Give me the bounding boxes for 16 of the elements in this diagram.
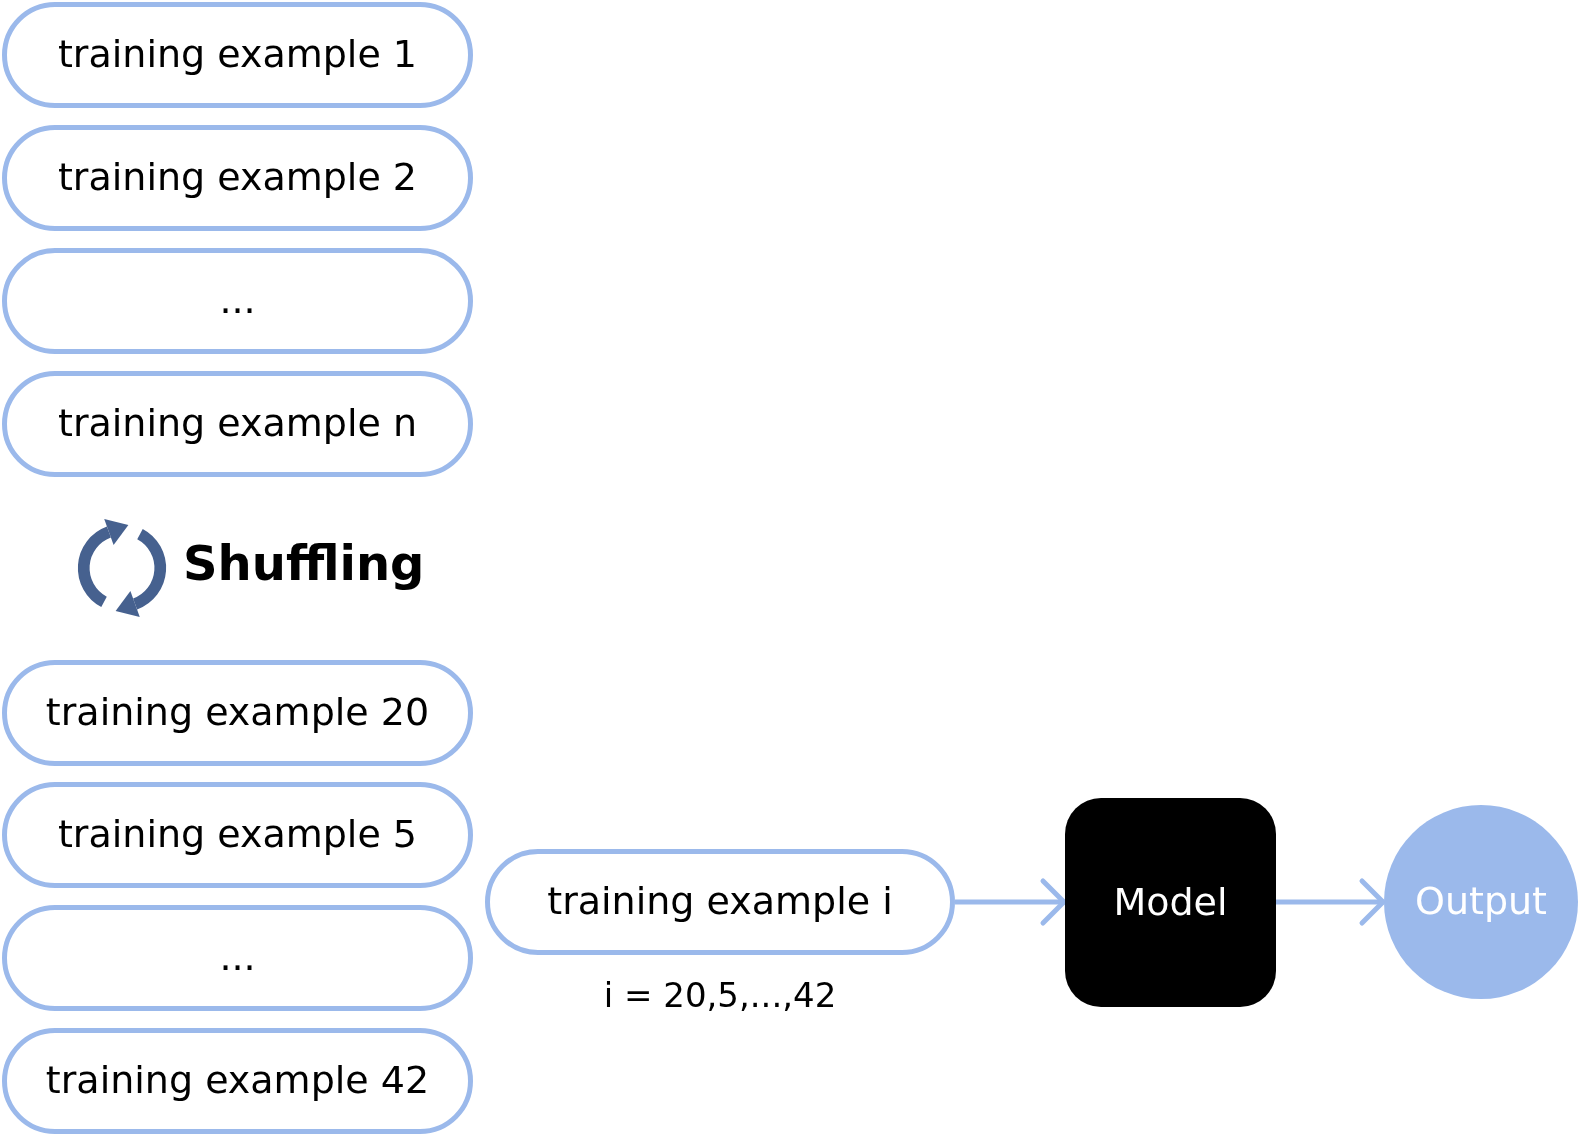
node-label: training example i (547, 879, 893, 925)
node-label: training example 1 (57, 32, 418, 78)
node-label: Output (1415, 879, 1547, 925)
node-label: ... (219, 935, 256, 981)
node-label: training example 20 (45, 690, 430, 736)
arrow (1276, 878, 1386, 926)
model-block (1065, 798, 1276, 1007)
section-label: Shuffling (183, 535, 425, 593)
node-label: ... (219, 278, 256, 324)
node-label: training example 2 (57, 155, 418, 201)
node-label: training example 5 (57, 812, 418, 858)
arrow (955, 878, 1067, 926)
node-label: training example n (58, 401, 417, 447)
node-label: Model (1113, 879, 1228, 926)
node-label: training example 42 (45, 1058, 430, 1104)
index-note: i = 20,5,...,42 (603, 975, 837, 1016)
